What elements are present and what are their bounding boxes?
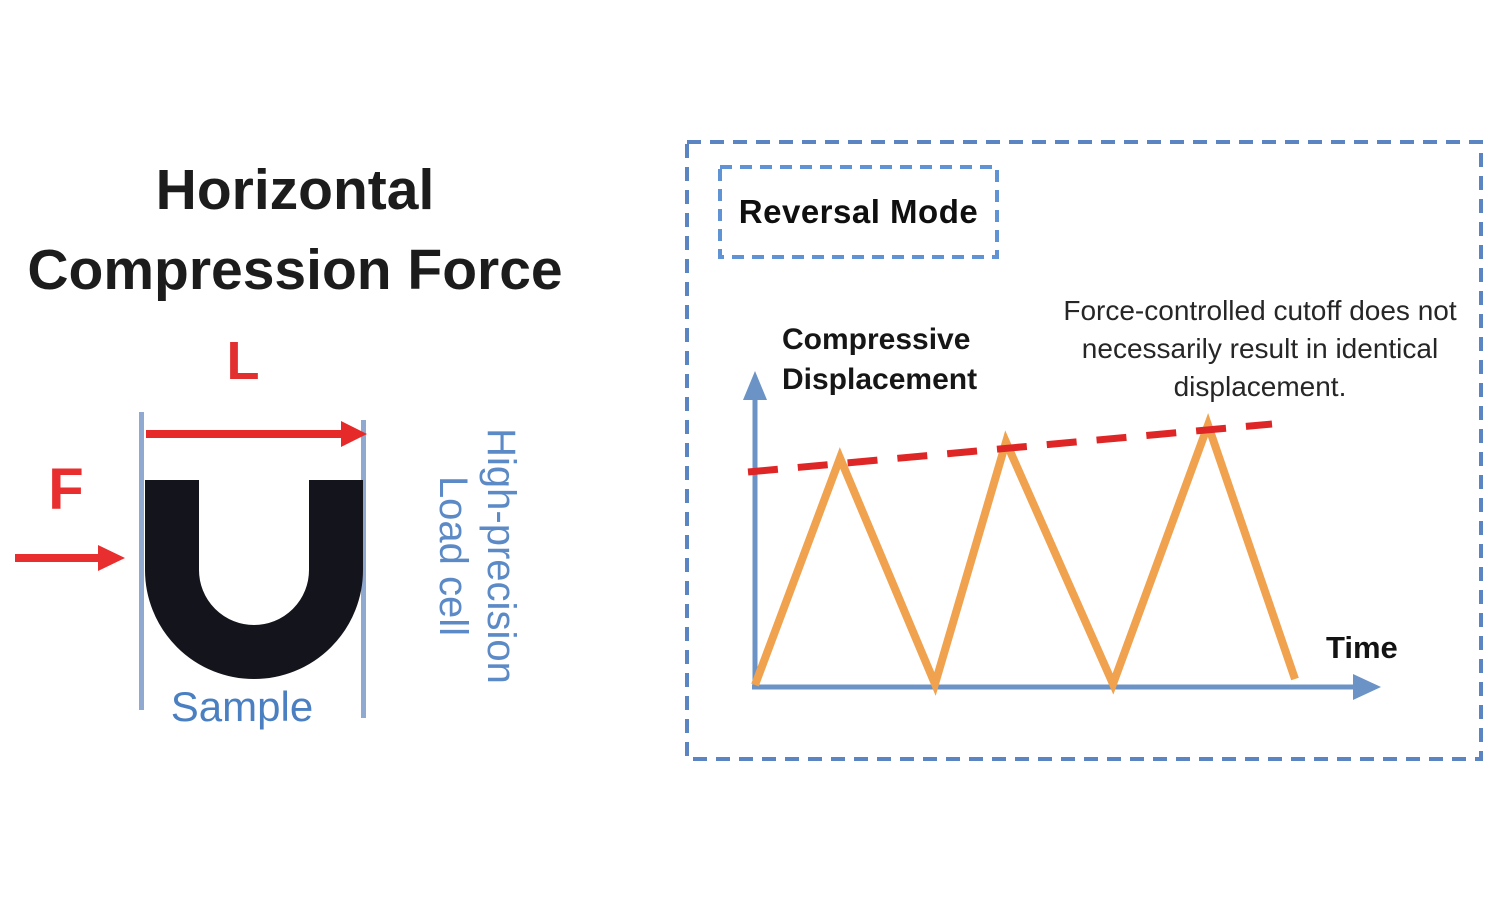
force-cutoff-dashed-line: [747, 420, 1273, 476]
y-axis-label: Compressive Displacement: [782, 320, 1012, 400]
cutoff-annotation: Force-controlled cutoff does not necessa…: [1040, 292, 1480, 406]
reversal-mode-dashed-box: [718, 165, 999, 259]
force-arrowhead: [98, 545, 125, 571]
length-label: L: [226, 331, 260, 391]
x-axis-label: Time: [1326, 630, 1398, 665]
cutoff-annotation-line1: Force-controlled cutoff does not: [1063, 295, 1457, 326]
length-dimension-arrowhead: [341, 421, 367, 447]
cutoff-annotation-line2: necessarily result in identical: [1081, 333, 1439, 364]
x-axis-arrowhead: [1353, 674, 1381, 700]
load-cell-label: High-precision Load cell: [429, 400, 525, 712]
cutoff-annotation-line3: displacement.: [1173, 371, 1347, 402]
reversal-mode-box: Reversal Mode: [720, 167, 997, 257]
main-title-line1: Horizontal: [155, 158, 435, 222]
load-cell-label-line2: Load cell: [431, 475, 475, 637]
y-axis-arrowhead: [743, 371, 767, 400]
u-shaped-sample: [145, 480, 363, 679]
load-cell-label-line1: High-precision: [479, 428, 523, 684]
sample-label: Sample: [170, 683, 314, 730]
y-axis-label-line1: Compressive: [782, 323, 971, 356]
main-title-line2: Compression Force: [27, 238, 563, 302]
main-title: Horizontal Compression Force: [25, 150, 565, 310]
y-axis-label-line2: Displacement: [782, 363, 978, 396]
displacement-cycle-wave: [751, 413, 1299, 696]
force-label: F: [48, 457, 84, 522]
reversal-mode-label: Reversal Mode: [738, 193, 979, 230]
chart-outer-dashed-border: [685, 140, 1483, 761]
